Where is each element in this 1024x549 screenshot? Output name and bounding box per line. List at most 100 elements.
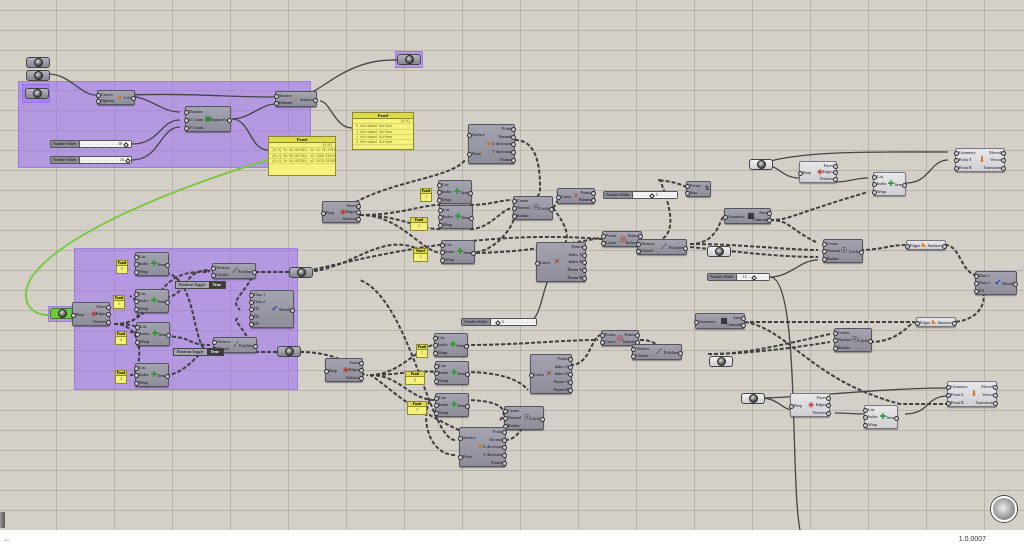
- output-edges[interactable]: Edges: [348, 367, 365, 374]
- input-index[interactable]: Index: [433, 342, 448, 349]
- input-edges[interactable]: Edges: [914, 319, 931, 326]
- input-center[interactable]: Center: [821, 241, 839, 248]
- output-index-a[interactable]: Index A: [568, 251, 588, 258]
- output-frame[interactable]: Frame: [491, 459, 507, 466]
- output-item[interactable]: Item: [886, 414, 899, 421]
- slider-track[interactable]: 38: [79, 141, 131, 148]
- input-vertices[interactable]: Vertices: [211, 265, 230, 271]
- output-normal[interactable]: Normal: [489, 436, 507, 443]
- input-curve[interactable]: Curve: [600, 240, 617, 246]
- input-wrap[interactable]: Wrap: [133, 379, 149, 386]
- input-data-2[interactable]: Data 2: [248, 299, 266, 306]
- input-closed[interactable]: Closed: [636, 248, 653, 254]
- output-segments[interactable]: Segments: [210, 116, 233, 123]
- output-v-direction[interactable]: V direction: [483, 452, 507, 459]
- input-list[interactable]: List: [863, 407, 875, 414]
- input-index[interactable]: Index: [437, 189, 452, 196]
- output-vector[interactable]: Vector: [990, 157, 1006, 164]
- input-radius[interactable]: Radius: [822, 255, 839, 262]
- output-points[interactable]: Points: [571, 244, 588, 251]
- input-point-a[interactable]: Point A: [954, 157, 972, 164]
- number-slider-u[interactable]: Number Slider 38: [50, 140, 132, 148]
- output-params[interactable]: Params: [578, 197, 597, 203]
- output-param-a[interactable]: Param A: [553, 379, 573, 386]
- slider-knob[interactable]: [125, 157, 131, 164]
- output-moved[interactable]: Moved: [989, 150, 1006, 157]
- output-item[interactable]: Item: [461, 214, 474, 221]
- slider-track[interactable]: 0: [632, 192, 677, 199]
- input-list[interactable]: List: [134, 254, 146, 261]
- curve-param[interactable]: [707, 246, 731, 257]
- output-polyline[interactable]: Polyline: [239, 342, 258, 349]
- input-point[interactable]: Point: [467, 151, 481, 157]
- curve-param-1[interactable]: [26, 57, 50, 68]
- slider-track[interactable]: 0: [490, 319, 536, 326]
- output-polyline[interactable]: Polyline: [664, 349, 683, 356]
- output-index-b[interactable]: Index B: [568, 259, 588, 266]
- curve-param[interactable]: [289, 267, 313, 278]
- input-normal[interactable]: Normal: [822, 248, 840, 255]
- input-brep[interactable]: Brep: [797, 169, 812, 176]
- number-slider[interactable]: Number Slider 0: [603, 191, 678, 199]
- output-edges[interactable]: Edges: [822, 169, 839, 176]
- input-radius[interactable]: Radius: [512, 212, 529, 219]
- scroll-handle[interactable]: [0, 512, 5, 528]
- input-options[interactable]: Options: [95, 98, 115, 105]
- output-faces[interactable]: Faces: [96, 304, 111, 311]
- input-normal[interactable]: Normal: [833, 337, 851, 344]
- input-data-1[interactable]: Data 1: [973, 273, 991, 280]
- input-list[interactable]: List: [434, 363, 446, 370]
- input-index[interactable]: Index: [440, 249, 455, 256]
- input-points[interactable]: Points: [600, 233, 617, 239]
- output-loft[interactable]: Loft: [123, 95, 137, 101]
- input-index[interactable]: Index: [134, 261, 149, 268]
- output-item[interactable]: Item: [456, 342, 469, 349]
- brep-param[interactable]: [749, 159, 773, 170]
- slider-knob[interactable]: [123, 141, 129, 148]
- input-d5[interactable]: D5: [248, 320, 260, 327]
- input-wrap[interactable]: Wrap: [432, 349, 448, 356]
- boundary-surfaces-component[interactable]: Edges◣Surfaces: [914, 317, 958, 327]
- input-center[interactable]: Center: [832, 330, 850, 337]
- number-slider[interactable]: Number Slider 15: [707, 273, 770, 281]
- input-vertices[interactable]: Vertices: [636, 241, 655, 247]
- input-brep[interactable]: Brep: [70, 311, 85, 318]
- input-wrap[interactable]: Wrap: [134, 338, 150, 345]
- output-vector[interactable]: Vector: [982, 391, 998, 398]
- input-surface[interactable]: Surface: [458, 435, 476, 441]
- input-wrap[interactable]: Wrap: [433, 377, 449, 384]
- panel-surfaces[interactable]: Panel {0;0} 0 Untrimmed Surface 1 Untrim…: [352, 112, 414, 150]
- input-surface[interactable]: Surface: [467, 132, 485, 138]
- output-circle[interactable]: Circle: [857, 337, 874, 344]
- output-item[interactable]: Item: [157, 372, 170, 379]
- brep-param[interactable]: [741, 393, 765, 404]
- output-transform[interactable]: Transform: [983, 164, 1006, 171]
- number-slider[interactable]: Number Slider 0: [461, 318, 537, 326]
- output-polyline[interactable]: Polyline: [669, 244, 688, 251]
- input-index[interactable]: Index: [863, 414, 878, 421]
- panel-domains[interactable]: Panel {0;0} {0;0} 0x 58.657942; x3 3x 58…: [268, 136, 336, 176]
- output-param-b[interactable]: Param B: [567, 274, 587, 281]
- output-item[interactable]: Item: [460, 189, 473, 196]
- output-item[interactable]: Item: [463, 249, 476, 256]
- output-faces[interactable]: Faces: [349, 360, 364, 367]
